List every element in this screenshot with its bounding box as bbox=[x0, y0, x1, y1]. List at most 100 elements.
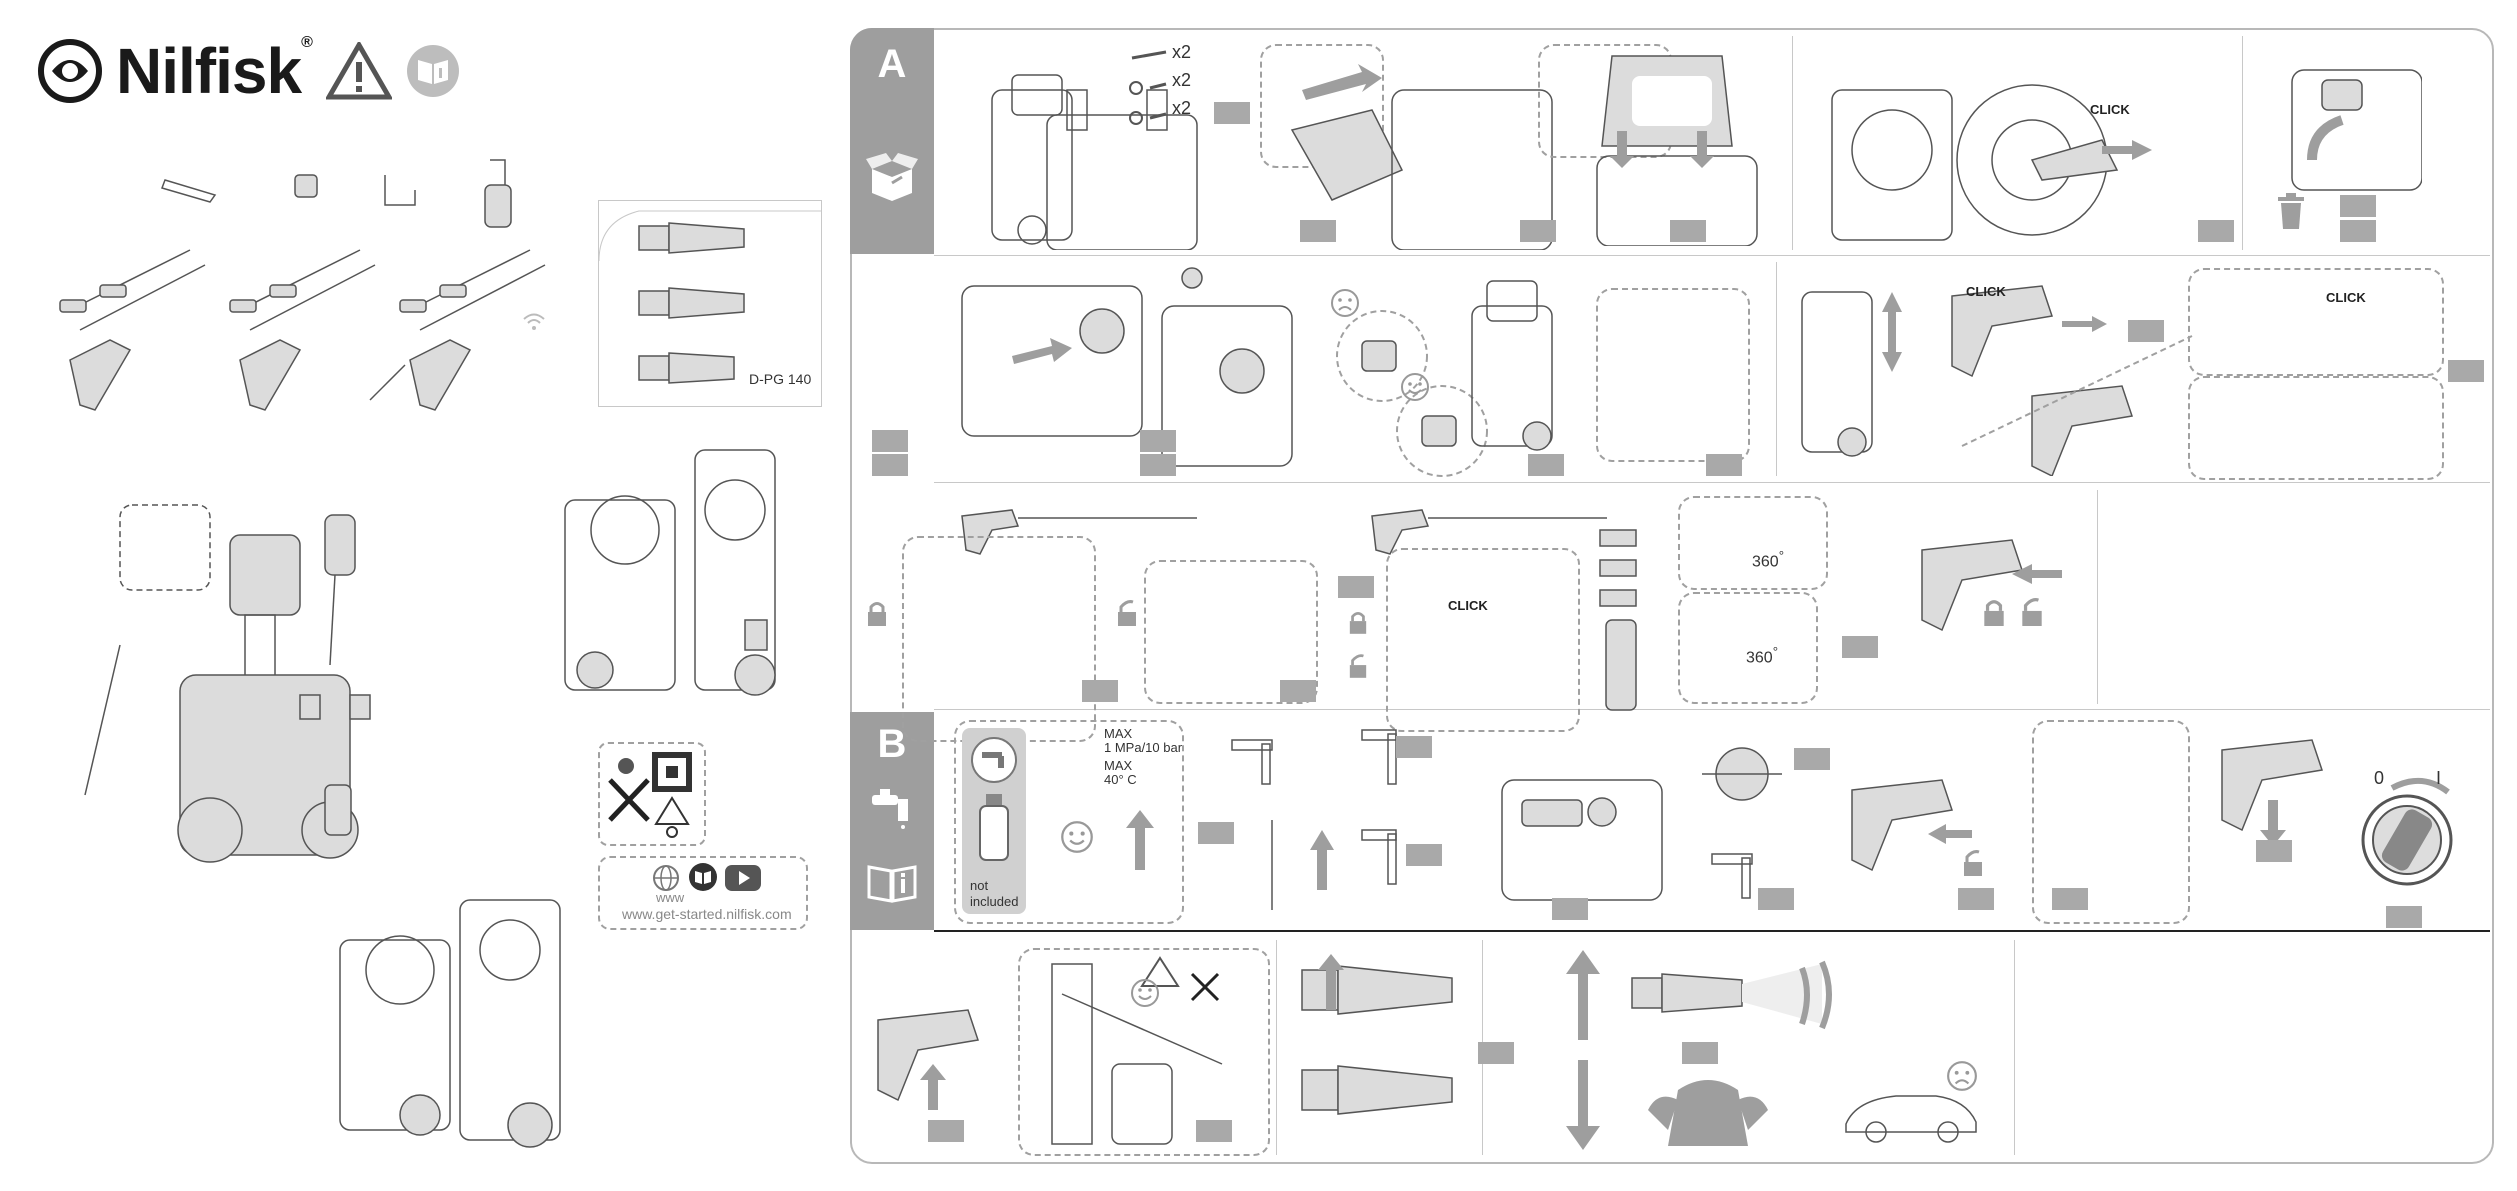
up-arrow-icon bbox=[1126, 810, 1154, 870]
column-divider bbox=[1776, 262, 1777, 476]
trigger-press-sketch bbox=[2212, 730, 2332, 860]
quantity-label: x2 bbox=[1172, 98, 1192, 118]
step-marker bbox=[2198, 220, 2234, 242]
step-marker bbox=[2340, 195, 2376, 217]
detail-callout bbox=[2188, 268, 2444, 376]
handle-raise-sketch bbox=[1792, 262, 1912, 462]
rotate-callout bbox=[1678, 592, 1818, 704]
row-divider-bold bbox=[934, 930, 2490, 932]
trigger-lock-callout bbox=[2032, 720, 2190, 924]
instruction-panel: A B x2 bbox=[850, 28, 2494, 1164]
globe-icon[interactable] bbox=[652, 864, 680, 892]
click-label: CLICK bbox=[1966, 284, 2006, 299]
nozzle-options-sketch bbox=[1592, 520, 1652, 720]
handle-frame-sketch bbox=[1582, 46, 1782, 247]
rotation-label: 360° bbox=[1746, 644, 1779, 667]
operator-cleaning-sketch bbox=[1022, 954, 1262, 1150]
column-divider bbox=[2014, 940, 2015, 1155]
step-marker bbox=[1552, 898, 1588, 920]
machine-assembly-illustration bbox=[80, 495, 400, 875]
strong-weight-sketch bbox=[1638, 1070, 1778, 1150]
filter-bottle-icon bbox=[979, 794, 1009, 861]
screws-list bbox=[1124, 44, 1214, 134]
qr-warning-card bbox=[598, 742, 706, 846]
padlock-icon bbox=[1349, 654, 1367, 678]
step-marker bbox=[1706, 454, 1742, 476]
section-b-tab: B bbox=[850, 712, 934, 930]
smiley-sad-icon bbox=[1947, 1061, 1977, 1091]
step-marker bbox=[1528, 454, 1564, 476]
padlock-icon bbox=[1984, 600, 2004, 626]
brand-name: Nilfisk® bbox=[116, 34, 313, 107]
book-icon[interactable] bbox=[688, 862, 718, 892]
coupling-check-sketch bbox=[1152, 266, 1522, 481]
step-marker bbox=[2256, 840, 2292, 862]
brand-header: Nilfisk® bbox=[38, 34, 460, 108]
step-marker bbox=[1198, 822, 1234, 844]
column-divider bbox=[1276, 940, 1277, 1155]
adjust-arrows-icon bbox=[1566, 950, 1600, 1150]
step-marker bbox=[1682, 1042, 1718, 1064]
max-pressure-value: 1 MPa/10 bar bbox=[1104, 740, 1183, 755]
box-open-icon bbox=[866, 153, 918, 201]
machine-front-sketch bbox=[952, 70, 1142, 250]
padlock-icon bbox=[868, 602, 886, 626]
handle-bracket-sketch bbox=[1262, 50, 1562, 251]
column-divider bbox=[1792, 36, 1793, 250]
youtube-play-icon[interactable] bbox=[724, 864, 762, 892]
step-marker bbox=[1794, 748, 1830, 770]
gun-lance-sketch bbox=[1362, 496, 1612, 556]
section-a-label: A bbox=[877, 42, 907, 86]
step-marker bbox=[1842, 636, 1878, 658]
switch-on-label: I bbox=[2436, 768, 2442, 788]
step-marker bbox=[1338, 576, 1374, 598]
step-marker bbox=[1300, 220, 1336, 242]
step-marker bbox=[1082, 680, 1118, 702]
smiley-happy-icon bbox=[1131, 979, 1159, 1007]
step-marker bbox=[2448, 360, 2484, 382]
step-marker bbox=[928, 1120, 964, 1142]
step-marker bbox=[2386, 906, 2422, 928]
rotate-callout bbox=[1678, 496, 1828, 590]
website-url[interactable]: www.get-started.nilfisk.com bbox=[622, 906, 792, 922]
quantity-label: x2 bbox=[1172, 42, 1192, 62]
faucet-icon bbox=[872, 789, 908, 829]
nilfisk-logo-icon bbox=[38, 39, 102, 103]
manual-icon bbox=[406, 45, 459, 97]
switch-off-label: 0 bbox=[2374, 768, 2385, 788]
not-included-label: not included bbox=[970, 878, 1019, 909]
step-marker bbox=[1396, 736, 1432, 758]
row-divider bbox=[934, 482, 2490, 483]
smiley-happy-icon bbox=[1401, 373, 1429, 401]
nozzle-adjust-sketch bbox=[1282, 950, 1482, 1150]
water-supply-callout bbox=[954, 720, 1184, 924]
max-temp-label: MAX bbox=[1104, 758, 1133, 773]
hose-connect-sketch bbox=[952, 276, 1152, 446]
trigger-unlock-sketch bbox=[1912, 530, 2072, 650]
step-marker bbox=[2340, 220, 2376, 242]
padlock-icon bbox=[2022, 598, 2042, 626]
machine-pair-bottom bbox=[330, 890, 580, 1155]
click-label: CLICK bbox=[1448, 598, 1488, 613]
trigger-hold-sketch bbox=[868, 1000, 1008, 1140]
row-divider bbox=[934, 709, 2490, 710]
step-marker bbox=[1758, 888, 1794, 910]
parts-overview-illustration bbox=[40, 150, 560, 420]
rotation-label: 360° bbox=[1752, 548, 1785, 571]
operating-callout bbox=[1018, 948, 1270, 1156]
detail-callout bbox=[1596, 288, 1750, 462]
click-label: CLICK bbox=[2326, 290, 2366, 305]
nozzle-model-label: D-PG 140 bbox=[749, 371, 812, 387]
trash-icon bbox=[2278, 193, 2304, 229]
smiley-sad-icon bbox=[1331, 289, 1359, 317]
faucet-open-sketch bbox=[1682, 724, 1822, 924]
faucet-connect-sketch bbox=[1192, 720, 1452, 920]
nozzle-callout: D-PG 140 bbox=[598, 200, 822, 407]
step-marker bbox=[1958, 888, 1994, 910]
detail-callout bbox=[2188, 376, 2444, 480]
smiley-happy-icon bbox=[1061, 821, 1093, 853]
max-pressure-label: MAX bbox=[1104, 726, 1133, 741]
nozzle-connect-callout bbox=[1386, 548, 1580, 732]
section-b-label: B bbox=[877, 722, 907, 766]
trigger-release-sketch bbox=[1842, 770, 1982, 910]
